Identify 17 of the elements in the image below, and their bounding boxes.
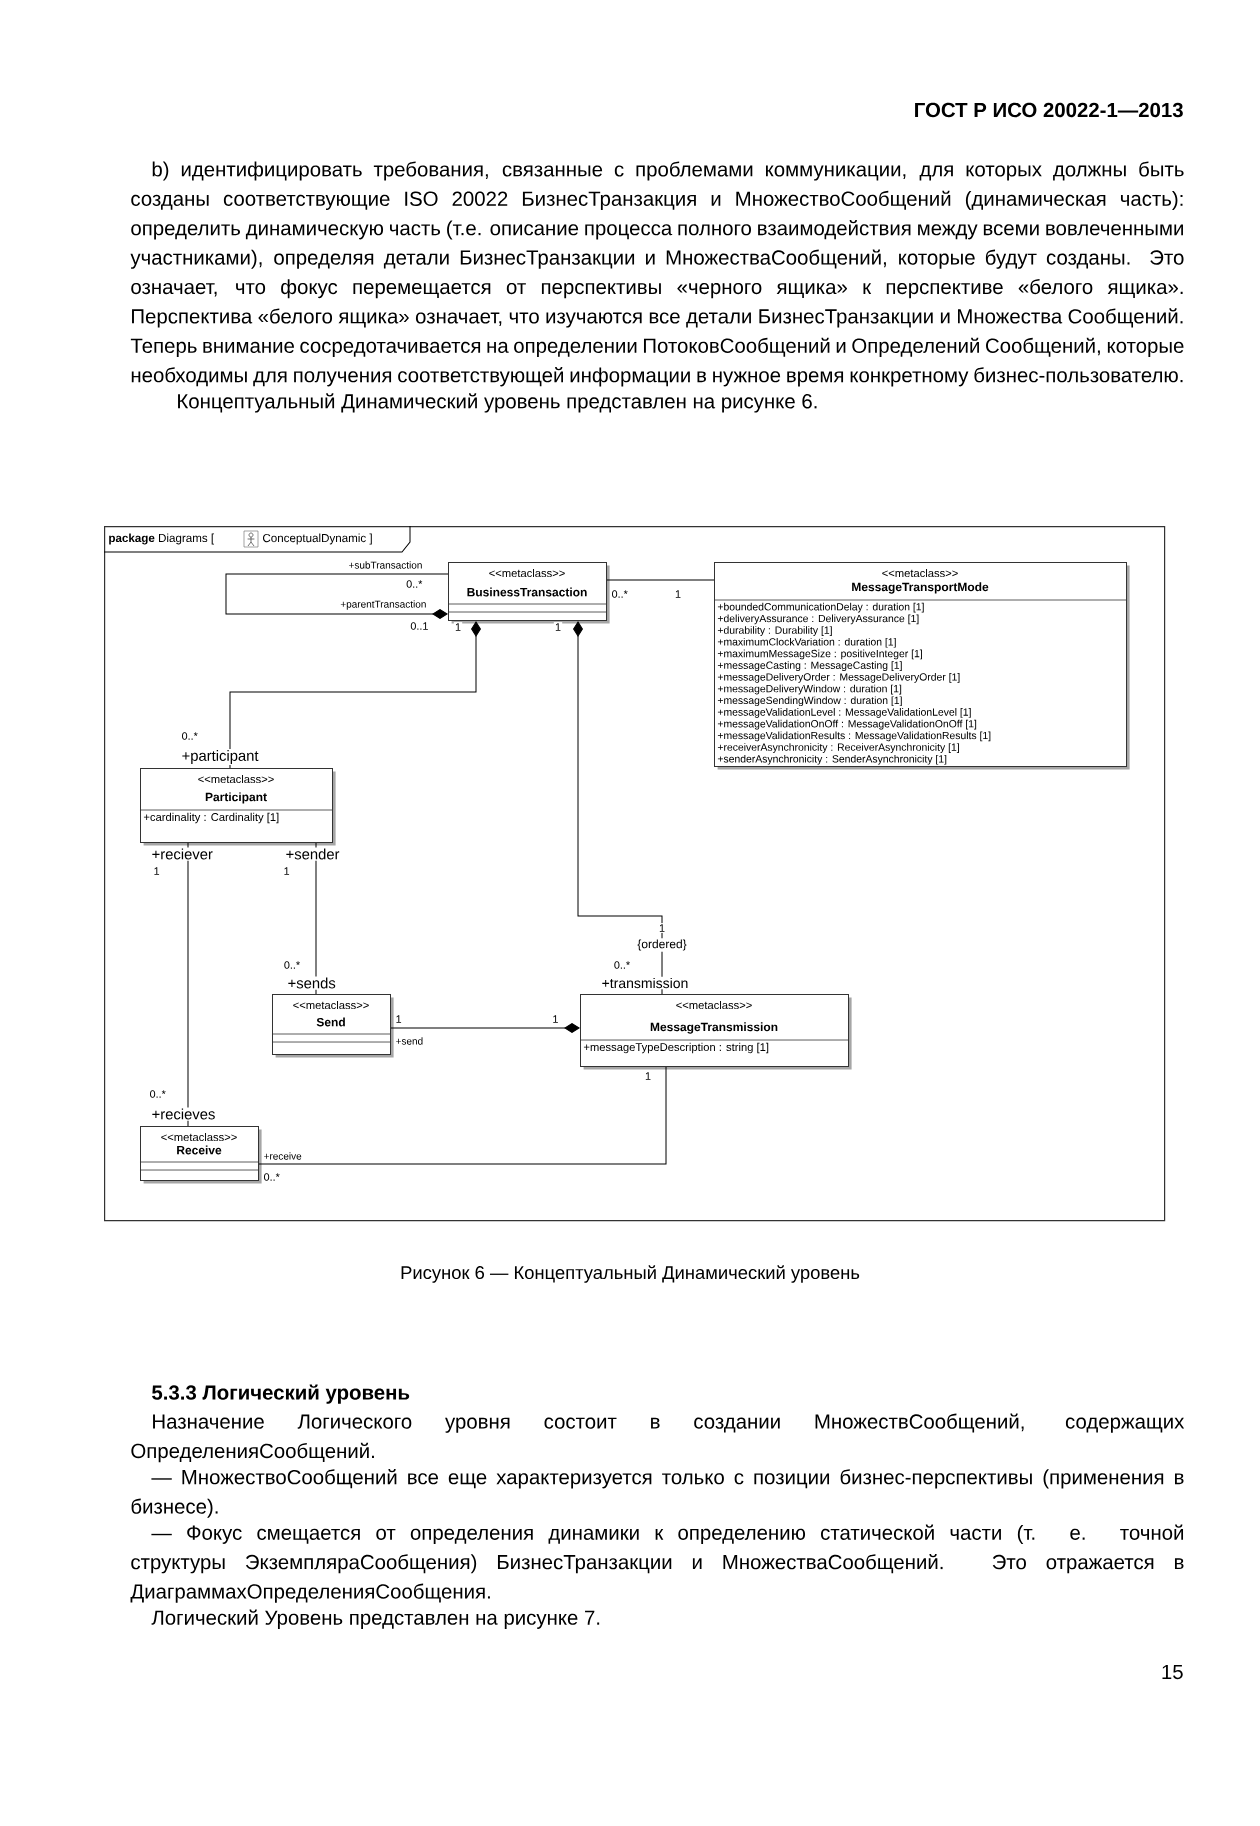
association-line [187,842,189,1127]
association-line [258,1066,667,1165]
paragraph: b) идентифицировать требования, связанные с проблемами коммуникации, для которых должны быть созданы соответствующие ISO 20022 БизнесТранзакция и МножествоСообщений (динамическая часть): определить динамическую часть (т.е. описание процесса полного взаимодействия между всеми вовлеченными участниками), определяя детали БизнесТранзакции и МножестваСообщений, которые будут созданы. Это означает, что фокус перемещается от перспективы «черного ящика» к перспективе «белого ящика». Перспектива «белого ящика» означает, что изучаются все детали БизнесТранзакции и Множества Сообщений. Теперь внимание сосредотачивается на определении ПотоковСообщений и Определений Сообщений, которые необходимы для получения соответствующей информации в нужное время конкретному бизнес-пользователю. [130,161,1184,387]
paragraph: Назначение Логического уровня состоит в создании МножествСообщений, содержащих ОпределенияСообщений. [131,1413,1185,1463]
paragraph: — МножествоСообщений все еще характеризуется только с позиции бизнес-перспективы (применения в бизнесе). [131,1469,1184,1518]
composition-line [573,621,663,995]
page-number: 15 [1162,1664,1183,1680]
figure-caption: Рисунок 6 — Концептуальный Динамический уровень [401,1265,860,1283]
association-line [606,579,715,581]
composition-line [390,1023,580,1033]
composition-line [225,573,449,619]
composition-line [229,621,481,769]
running-header: ГОСТ Р ИСО 20022-1—2013 [915,102,1183,118]
paragraph: Концептуальный Динамический уровень представлен на рисунке 6. [178,393,817,413]
paragraph: — Фокус смещается от определения динамики к определению статической части (т. е. точной структуры ЭкземпляраСообщения) БизнесТранзакции и МножестваСообщений. Это отражается в ДиаграммахОпределенияСообщения. [130,1524,1184,1603]
paragraph: Логический Уровень представлен на рисунке 7. [151,1609,600,1629]
section-heading: 5.3.3 Логический уровень [152,1384,410,1404]
